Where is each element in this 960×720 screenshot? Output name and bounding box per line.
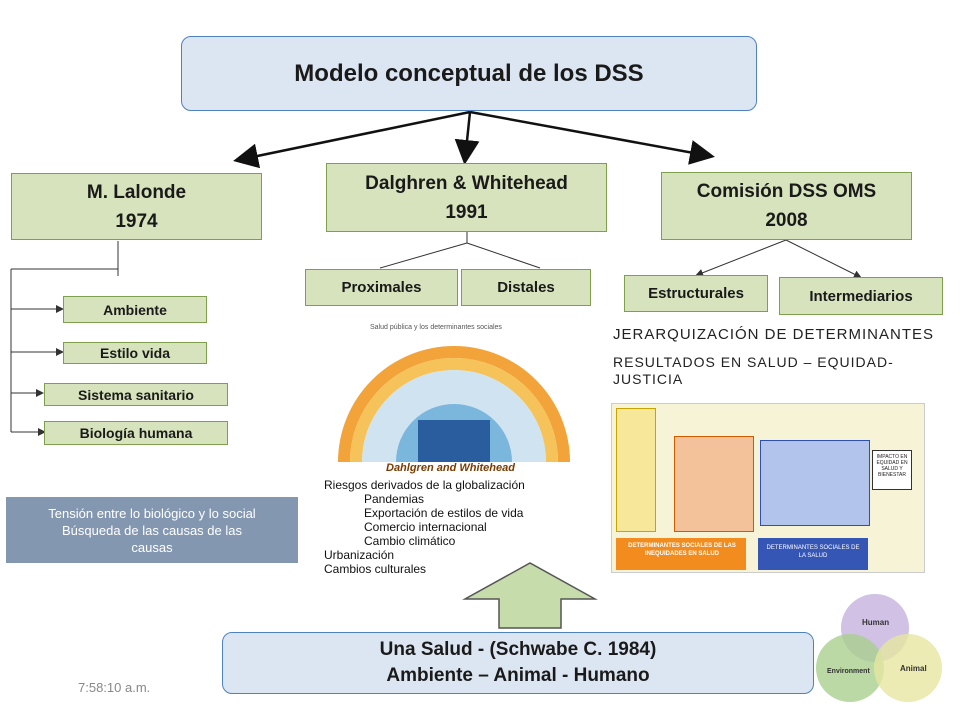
dahlgren-box: Dalghren & Whitehead 1991 — [326, 163, 607, 232]
lalonde-item: Ambiente — [63, 296, 207, 323]
oms-box: Comisión DSS OMS 2008 — [661, 172, 912, 240]
intermediary-block — [760, 440, 870, 526]
footer-line: Ambiente – Animal - Humano — [386, 665, 650, 686]
right-label: DETERMINANTES SOCIALES DE LA SALUD — [766, 545, 860, 559]
rainbow-list-item: Cambios culturales — [324, 562, 427, 576]
footer-box: Una Salud - (Schwabe C. 1984) Ambiente –… — [222, 632, 814, 694]
rainbow-list-item: Pandemias — [364, 492, 425, 506]
rainbow-list-item: Exportación de estilos de vida — [364, 506, 524, 520]
rainbow-caption: Dahlgren and Whitehead — [386, 462, 515, 474]
left-label-bar — [616, 538, 746, 570]
arrow-to-dahlgren — [454, 111, 480, 165]
rainbow-list-item: Urbanización — [324, 548, 395, 562]
lalonde-year: 1974 — [115, 210, 158, 232]
left-label: DETERMINANTES SOCIALES DE LAS INEQUIDADE… — [628, 543, 736, 557]
lalonde-item: Sistema sanitario — [44, 383, 228, 406]
rainbow-list-item: Riesgos derivados de la globalización — [324, 478, 525, 492]
jerarquia-title: JERARQUIZACIÓN DE DETERMINANTES — [613, 326, 935, 343]
up-arrow — [462, 562, 598, 629]
rainbow-header: Salud pública y los determinantes social… — [370, 324, 502, 331]
lalonde-item: Estilo vida — [63, 342, 207, 364]
lalonde-item: Biología humana — [44, 421, 228, 445]
oms-framework-figure: IMPACTO EN EQUIDAD EN SALUD Y BIENESTAR … — [611, 403, 925, 573]
rainbow-list-item: Comercio internacional — [364, 520, 487, 534]
oms-name: Comisión DSS OMS — [696, 181, 877, 202]
lalonde-box: M. Lalonde 1974 — [11, 173, 262, 240]
rainbow-model-figure: Salud pública y los determinantes social… — [318, 322, 590, 580]
dahlgren-item-distales: Distales — [461, 269, 591, 306]
note-box: Tensión entre lo biológico y lo social B… — [6, 497, 298, 563]
oms-item-intermediarios: Intermediarios — [779, 277, 943, 315]
note-line: causas — [131, 539, 173, 555]
venn-animal-label: Animal — [900, 664, 927, 673]
oms-item-estructurales: Estructurales — [624, 275, 768, 312]
oms-year: 2008 — [765, 210, 808, 231]
dahlgren-name: Dalghren & Whitehead — [365, 172, 568, 194]
outcome-label: IMPACTO EN EQUIDAD EN SALUD Y BIENESTAR — [876, 454, 908, 478]
position-block — [674, 436, 754, 532]
venn-environment — [816, 634, 884, 702]
dahlgren-year: 1991 — [445, 201, 488, 223]
outcome-block — [872, 450, 912, 490]
lalonde-name: M. Lalonde — [86, 181, 187, 203]
note-line: Búsqueda de las causas de las — [62, 522, 242, 538]
right-label-bar — [758, 538, 868, 570]
rainbow-graphic — [338, 346, 570, 462]
jerarquia-subtitle: RESULTADOS EN SALUD – EQUIDAD- — [613, 354, 894, 370]
venn-environment-label: Environment — [827, 668, 870, 675]
venn-animal — [874, 634, 942, 702]
note-line: Tensión entre lo biológico y lo social — [48, 505, 256, 521]
jerarquia-subtitle: JUSTICIA — [613, 371, 684, 387]
timestamp: 7:58:10 a.m. — [78, 680, 151, 695]
arrow-to-oms — [469, 110, 715, 165]
context-column — [616, 408, 656, 532]
diagram-title: Modelo conceptual de los DSS — [181, 36, 757, 111]
footer-line: Una Salud - (Schwabe C. 1984) — [379, 639, 657, 660]
rainbow-list-item: Cambio climático — [364, 534, 456, 548]
venn-human-label: Human — [862, 618, 890, 627]
arrow-to-lalonde — [233, 110, 471, 169]
dahlgren-item-proximales: Proximales — [305, 269, 458, 306]
